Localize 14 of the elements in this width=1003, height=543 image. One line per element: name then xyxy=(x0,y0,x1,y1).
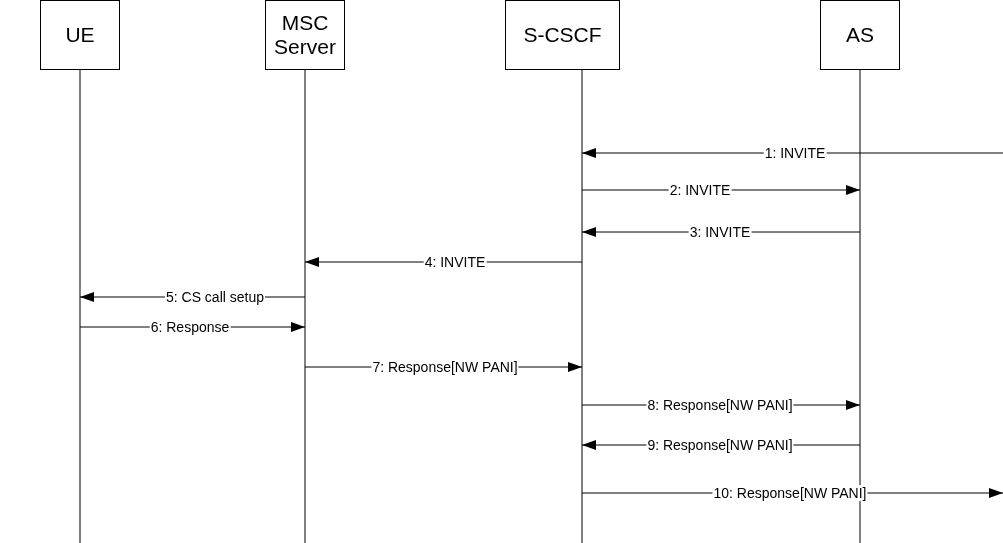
edge-label: 2: INVITE xyxy=(668,182,732,198)
edge-label: 5: CS call setup xyxy=(164,289,266,305)
edge-label: 3: INVITE xyxy=(688,224,752,240)
edge-label: 9: Response[NW PANI] xyxy=(646,437,794,453)
edge-label: 7: Response[NW PANI] xyxy=(371,359,519,375)
participant-box: MSC Server xyxy=(265,0,345,70)
edge-label: 6: Response xyxy=(149,319,231,335)
participant-box: S-CSCF xyxy=(505,0,620,70)
edge-label: 10: Response[NW PANI] xyxy=(712,485,868,501)
edge-label: 8: Response[NW PANI] xyxy=(646,397,794,413)
participant-box: UE xyxy=(40,0,120,70)
edge-label: 1: INVITE xyxy=(763,145,827,161)
edge-label: 4: INVITE xyxy=(423,254,487,270)
participant-box: AS xyxy=(820,0,900,70)
